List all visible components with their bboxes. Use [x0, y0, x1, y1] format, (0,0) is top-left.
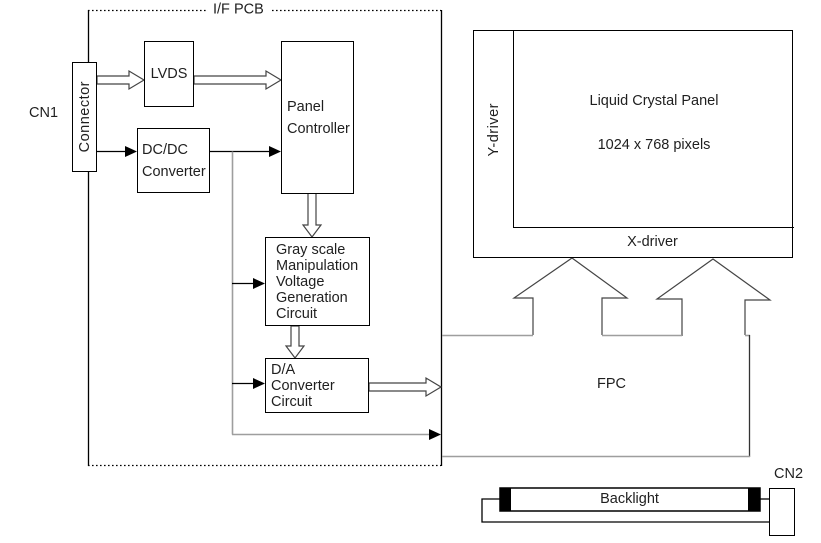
grayscale-label-line2: Manipulation: [276, 257, 359, 274]
fpc-arrow-right: [655, 258, 772, 336]
arrow-panel-controller-to-grayscale: [301, 192, 323, 238]
grayscale-label-line4: Generation: [276, 289, 348, 306]
cn2-label: CN2: [774, 466, 804, 482]
backlight-label: Backlight: [600, 491, 659, 507]
grayscale-label-line5: Circuit: [276, 305, 318, 322]
cn2-connector: [769, 488, 795, 536]
da-label-line1: D/A: [271, 361, 296, 378]
da-converter-block: D/A Converter Circuit: [265, 358, 369, 413]
ifpcb-label: I/F PCB: [206, 2, 271, 18]
da-label-line2: Converter: [271, 377, 335, 394]
grayscale-voltage-block: Gray scale Manipulation Voltage Generati…: [265, 237, 370, 326]
arrowhead-panel-controller-input: [269, 146, 281, 157]
panel-controller-label-line1: Panel: [287, 98, 325, 115]
liquid-crystal-panel: Liquid Crystal Panel 1024 x 768 pixels: [513, 31, 794, 228]
lcd-panel-resolution: 1024 x 768 pixels: [597, 137, 711, 153]
y-driver-strip: Y-driver: [474, 31, 513, 228]
arrow-lvds-to-panel-controller: [193, 69, 283, 91]
y-driver-label: Y-driver: [485, 102, 502, 157]
lvds-block: LVDS: [144, 41, 194, 107]
fpc-label: FPC: [597, 376, 626, 392]
backlight-electrode-left: [500, 488, 511, 511]
connector-label: Connector: [76, 81, 93, 153]
arrowhead-da-input: [253, 378, 265, 389]
dcdc-converter-block: DC/DC Converter: [137, 128, 210, 193]
arrowhead-dcdc-input: [125, 146, 137, 157]
lvds-label: LVDS: [150, 66, 188, 82]
arrowhead-fpc-input: [429, 429, 441, 440]
grayscale-label-line3: Voltage: [276, 273, 325, 290]
x-driver-label: X-driver: [627, 233, 678, 250]
connector-block: Connector: [72, 62, 97, 172]
dcdc-label-line1: DC/DC: [142, 141, 188, 158]
dcdc-label-line2: Converter: [142, 163, 206, 180]
cn1-label: CN1: [29, 105, 59, 121]
da-label-line3: Circuit: [271, 393, 313, 410]
backlight-wire-loop: [481, 498, 769, 523]
x-driver-strip: X-driver: [474, 226, 792, 257]
arrow-da-to-fpc: [368, 376, 443, 398]
arrow-connector-to-lvds: [96, 69, 146, 91]
arrow-grayscale-to-da: [284, 325, 306, 359]
lcd-assembly: Y-driver Liquid Crystal Panel 1024 x 768…: [473, 30, 794, 258]
fpc-arrow-left: [512, 257, 629, 335]
lcd-panel-title: Liquid Crystal Panel: [589, 93, 719, 109]
panel-controller-block: Panel Controller: [281, 41, 354, 194]
grayscale-label-line1: Gray scale: [276, 241, 346, 258]
arrowhead-grayscale-input: [253, 278, 265, 289]
backlight-electrode-right: [748, 488, 760, 511]
panel-controller-label-line2: Controller: [287, 120, 350, 137]
